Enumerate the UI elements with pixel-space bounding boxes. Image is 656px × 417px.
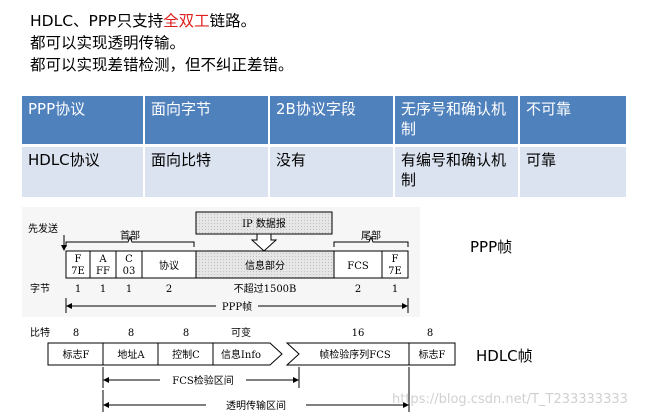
hdlc-size: 8 — [128, 328, 134, 339]
bullet-list: HDLC、PPP只支持全双工链路。 都可以实现透明传输。 都可以实现差错检测，但… — [30, 10, 294, 76]
table-header-cell: 面向字节 — [143, 96, 269, 147]
hdlc-size: 16 — [352, 328, 365, 339]
bullet-line-1-pre: HDLC、PPP只支持 — [30, 12, 164, 30]
hdlc-field: 控制C — [172, 348, 200, 361]
ppp-size: 2 — [355, 284, 361, 295]
ppp-protocol-field: 协议 — [159, 259, 179, 272]
ppp-size: 1 — [100, 284, 106, 295]
hdlc-size: 8 — [73, 328, 79, 339]
bullet-line-1-post: 链路。 — [209, 12, 257, 30]
ppp-info-label: 信息部分 — [245, 259, 285, 272]
transparent-range-label: 透明传输区间 — [226, 399, 286, 412]
ppp-control-value: 03 — [123, 266, 136, 277]
ppp-address-field: A — [98, 254, 107, 265]
bullet-line-2: 都可以实现透明传输。 — [30, 34, 186, 52]
table-header-cell: 不可靠 — [518, 96, 626, 147]
watermark: https://blog.csdn.net/T_T233333333 — [392, 392, 628, 407]
trailer-brace — [333, 235, 409, 247]
bullet-line-1-highlight: 全双工 — [163, 12, 210, 30]
bytes-label: 字节 — [30, 282, 50, 295]
fcs-range-label: FCS检验区间 — [172, 374, 233, 387]
hdlc-field: 帧检验序列FCS — [319, 348, 391, 361]
ppp-end-flag-value: 7E — [388, 266, 402, 277]
hdlc-frame-right-box — [285, 342, 456, 366]
bullet-line-1: HDLC、PPP只支持全双工链路。 — [30, 10, 294, 32]
down-arrow-icon — [250, 233, 278, 252]
table-header-cell: PPP协议 — [22, 96, 144, 147]
hdlc-field: 标志F — [63, 348, 90, 361]
header-brace — [65, 235, 195, 247]
ip-datagram-label: IP 数据报 — [242, 217, 286, 230]
ppp-frame-span-label: PPP帧 — [222, 300, 252, 313]
hdlc-size: 8 — [427, 328, 433, 339]
hdlc-field: 地址A — [117, 348, 145, 361]
table-cell: 没有 — [268, 145, 394, 197]
trailer-label: 尾部 — [361, 229, 381, 242]
ppp-flag-value: 7E — [71, 266, 85, 277]
ppp-size: 1 — [126, 284, 132, 295]
table-cell: 可靠 — [518, 145, 626, 197]
table-cell: HDLC协议 — [22, 145, 144, 197]
ppp-flag-field: F — [75, 254, 82, 265]
ppp-end-flag-field: F — [392, 254, 399, 265]
table-header-row: PPP协议 面向字节 2B协议字段 无序号和确认机制 不可靠 — [22, 96, 626, 147]
ppp-frame-side-label: PPP帧 — [470, 238, 513, 256]
bullet-line-3: 都可以实现差错检测，但不纠正差错。 — [30, 56, 294, 74]
ppp-size: 1 — [75, 284, 81, 295]
send-first-label: 先发送 — [28, 222, 58, 235]
ppp-fcs-field: FCS — [347, 261, 369, 272]
comparison-table: PPP协议 面向字节 2B协议字段 无序号和确认机制 不可靠 HDLC协议 面向… — [22, 96, 626, 197]
ppp-address-value: FF — [96, 266, 110, 277]
hdlc-size: 可变 — [231, 326, 251, 339]
table-row: HDLC协议 面向比特 没有 有编号和确认机制 可靠 — [22, 145, 626, 197]
ppp-control-field: C — [125, 254, 133, 265]
table-cell: 有编号和确认机制 — [393, 145, 519, 197]
table-header-cell: 无序号和确认机制 — [393, 96, 519, 147]
ppp-size: 不超过1500B — [234, 282, 297, 295]
table-cell: 面向比特 — [143, 145, 269, 197]
hdlc-field: 标志F — [419, 348, 446, 361]
hdlc-field: 信息Info — [221, 348, 261, 361]
header-label: 首部 — [120, 229, 140, 242]
ppp-info-field — [195, 250, 335, 279]
table-header-cell: 2B协议字段 — [268, 96, 394, 147]
bits-label: 比特 — [30, 327, 50, 339]
ppp-size: 2 — [166, 284, 172, 295]
hdlc-frame-left-box — [47, 342, 283, 366]
hdlc-frame-side-label: HDLC帧 — [476, 347, 533, 365]
hdlc-size: 8 — [183, 328, 189, 339]
ppp-size: 1 — [392, 284, 398, 295]
